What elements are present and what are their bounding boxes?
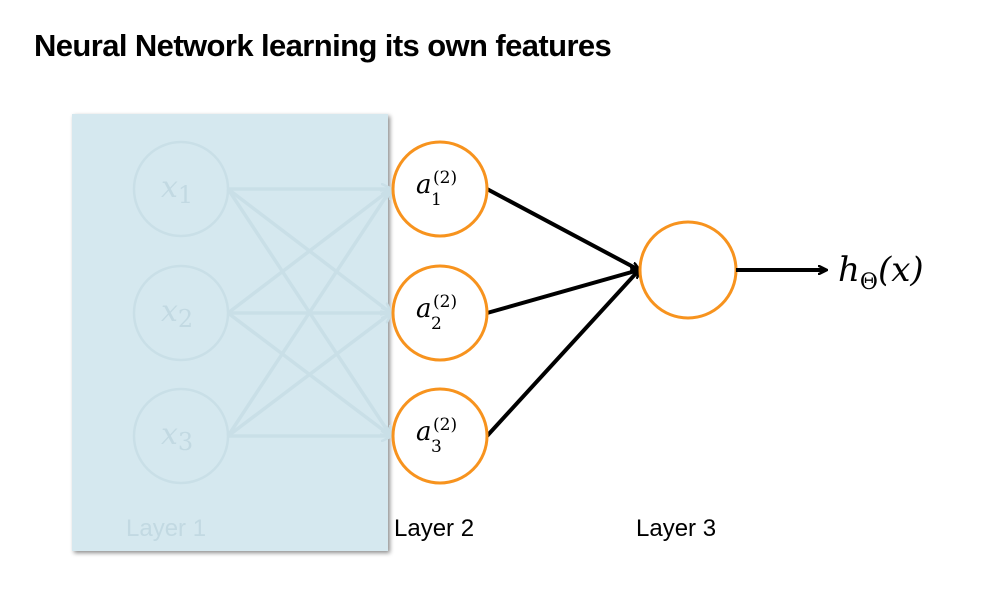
node-subscript: 3	[178, 428, 193, 456]
node-superscript: (2)	[433, 415, 457, 435]
layer2-label: Layer 2	[394, 515, 474, 542]
node-var: x	[161, 417, 178, 452]
node-superscript: (2)	[433, 292, 457, 312]
node-circle	[132, 387, 230, 485]
node-subscript: 2	[431, 314, 442, 334]
node-subscript: 1	[431, 190, 442, 210]
edge-l2-3-l3-1	[485, 270, 639, 438]
layer3-label: Layer 3	[636, 515, 716, 542]
output-arg: (x)	[878, 250, 924, 290]
layer1-overlay-box	[72, 114, 388, 551]
output-sub: Θ	[860, 270, 878, 295]
layer2-edges	[485, 187, 639, 438]
hidden-node-2: a(2)2	[391, 264, 489, 362]
node-label: x2	[161, 294, 193, 333]
node-var: a	[416, 417, 432, 447]
layer3-nodes	[638, 220, 738, 320]
output-node-1	[638, 220, 738, 320]
node-circle	[132, 264, 230, 362]
input-node-1: x1	[132, 140, 230, 238]
node-var: a	[416, 170, 432, 200]
edge-l2-1-l3-1	[486, 187, 639, 272]
node-label: x1	[161, 170, 193, 209]
node-subscript: 1	[178, 181, 193, 209]
edge-l1-3-l2-2	[226, 313, 391, 438]
hidden-node-1: a(2)1	[391, 140, 489, 238]
hidden-node-3: a(2)3	[391, 387, 489, 485]
layer1-edges	[226, 189, 391, 438]
edge-l1-2-l2-1	[226, 189, 391, 315]
slide-title: Neural Network learning its own features	[34, 28, 612, 63]
node-circle	[391, 387, 489, 485]
layer1-label: Layer 1	[126, 515, 206, 542]
input-node-3: x3	[132, 387, 230, 485]
layer2-nodes: a(2)1a(2)2a(2)3	[391, 140, 489, 485]
output-func: h	[838, 250, 860, 290]
node-var: x	[161, 170, 178, 205]
node-subscript: 3	[431, 437, 442, 457]
node-circle	[132, 140, 230, 238]
node-circle	[391, 140, 489, 238]
output-label: hΘ(x)	[838, 250, 924, 295]
node-var: a	[416, 294, 432, 324]
node-label: x3	[161, 417, 193, 456]
edge-l1-3-l2-1	[226, 189, 391, 437]
node-var: x	[161, 294, 178, 329]
node-superscript: (2)	[433, 168, 457, 188]
node-circle	[391, 264, 489, 362]
edge-l2-2-l3-1	[486, 270, 639, 315]
node-subscript: 2	[178, 305, 193, 333]
input-node-2: x2	[132, 264, 230, 362]
